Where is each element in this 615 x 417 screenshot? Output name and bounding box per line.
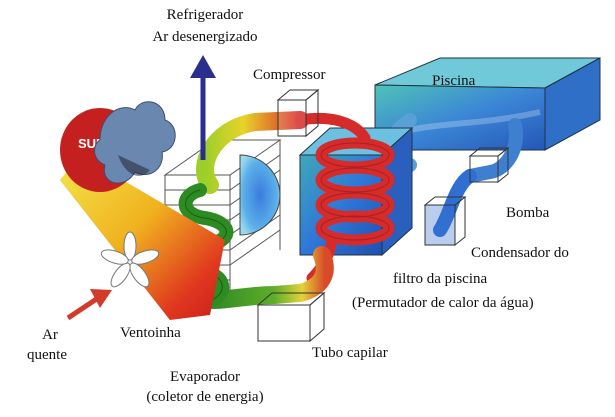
hot-air-in-arrow-icon: [66, 289, 112, 321]
label-evaporador-1: Evaporador: [170, 369, 240, 385]
capillary-tube-box: [256, 291, 326, 343]
cloud-icon: [94, 101, 176, 184]
fan-blower: [239, 154, 281, 236]
label-bomba: Bomba: [506, 205, 550, 221]
fan-icon: [100, 231, 160, 288]
sun-collector: [59, 155, 225, 321]
label-tubo-capilar: Tubo capilar: [312, 345, 388, 361]
refrigerant-pipe-hot: [196, 111, 309, 194]
label-refrigerador: Refrigerador: [166, 7, 244, 23]
label-piscina: Piscina: [432, 73, 476, 89]
label-ventoinha: Ventoinha: [120, 325, 181, 341]
label-ar: Ar: [42, 327, 58, 343]
label-compressor: Compressor: [253, 67, 326, 83]
label-condensador-1: Condensador do: [471, 245, 569, 261]
label-condensador-2: filtro da piscina: [393, 271, 488, 287]
label-condensador-3: (Permutador de calor da água): [352, 295, 534, 311]
compressor-box: [276, 88, 320, 138]
label-ar-desenergizado: Ar desenergizado: [152, 29, 258, 45]
air-out-arrow-icon: [190, 55, 216, 160]
pump: [423, 146, 510, 247]
label-evaporador-2: (coletor de energia): [146, 389, 264, 405]
refrigerant-pipe-cold: [203, 246, 334, 309]
label-quente: quente: [27, 347, 67, 363]
